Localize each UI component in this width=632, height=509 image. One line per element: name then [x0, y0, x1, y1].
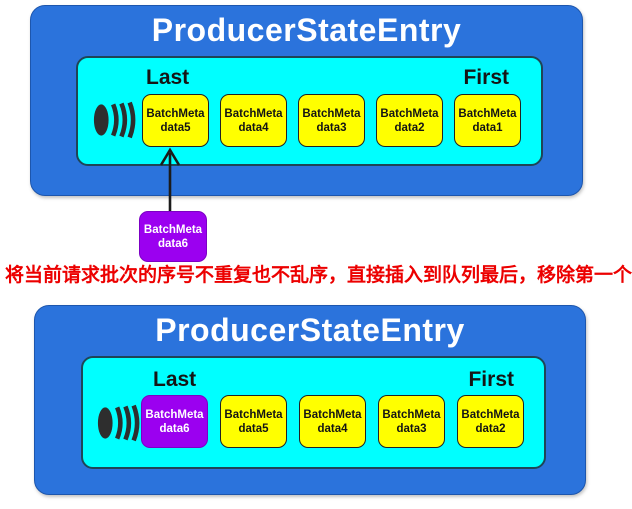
batch-box: BatchMeta data6	[141, 395, 208, 448]
batch-box: BatchMeta data3	[378, 395, 445, 448]
batch-queue-top: Last First BatchMeta data5 BatchMeta dat…	[76, 56, 543, 166]
batch-box-line2: data6	[157, 237, 189, 250]
batch-box-line2: data2	[394, 121, 425, 134]
batch-box-line1: BatchMeta	[302, 107, 361, 120]
queue-first-label: First	[463, 66, 509, 89]
batch-box-line1: BatchMeta	[146, 107, 205, 120]
panel-title: ProducerStateEntry	[151, 12, 462, 48]
batch-box: BatchMeta data5	[220, 395, 287, 448]
batch-box-line1: BatchMeta	[224, 408, 283, 421]
panel-title: ProducerStateEntry	[155, 312, 465, 348]
batch-box: BatchMeta data4	[299, 395, 366, 448]
batch-row: BatchMeta data5 BatchMeta data4 BatchMet…	[142, 94, 521, 147]
batch-box-line2: data6	[159, 422, 190, 435]
batch-queue-bottom: Last First BatchMeta data6 BatchMeta dat…	[81, 356, 546, 469]
queue-first-label: First	[468, 368, 514, 391]
batch-box-line2: data3	[396, 422, 427, 435]
batch-box: BatchMeta data2	[457, 395, 524, 448]
batch-box-line1: BatchMeta	[458, 107, 517, 120]
producer-state-entry-panel-top: ProducerStateEntry Last First BatchMeta …	[30, 5, 583, 196]
insert-arrow-icon	[159, 147, 181, 214]
batch-box: BatchMeta data3	[298, 94, 365, 147]
queue-last-label: Last	[146, 66, 190, 89]
batch-box-line1: BatchMeta	[303, 408, 362, 421]
batch-box-line1: BatchMeta	[382, 408, 441, 421]
batch-box-line1: BatchMeta	[145, 408, 204, 421]
batch-box-line2: data5	[160, 121, 191, 134]
batch-box-line1: BatchMeta	[224, 107, 283, 120]
batch-box-line2: data3	[316, 121, 347, 134]
more-items-icon	[97, 404, 140, 442]
batch-box: BatchMeta data4	[220, 94, 287, 147]
more-items-icon	[93, 101, 136, 139]
batch-box: BatchMeta data2	[376, 94, 443, 147]
incoming-batch-box: BatchMeta data6	[139, 211, 207, 262]
batch-box: BatchMeta data5	[142, 94, 209, 147]
batch-box-line2: data5	[238, 422, 269, 435]
batch-box: BatchMeta data1	[454, 94, 521, 147]
batch-box-line2: data4	[317, 422, 348, 435]
annotation-text: 将当前请求批次的序号不重复也不乱序，直接插入到队列最后，移除第一个	[5, 265, 632, 286]
batch-box-line2: data4	[238, 121, 269, 134]
batch-row: BatchMeta data6 BatchMeta data5 BatchMet…	[141, 395, 524, 448]
batch-box-line1: BatchMeta	[380, 107, 439, 120]
batch-box-line1: BatchMeta	[461, 408, 520, 421]
batch-box-line2: data2	[475, 422, 506, 435]
batch-box-line1: BatchMeta	[143, 223, 203, 236]
producer-state-entry-panel-bottom: ProducerStateEntry Last First BatchMeta …	[34, 305, 586, 495]
batch-box-line2: data1	[472, 121, 503, 134]
queue-last-label: Last	[153, 368, 197, 391]
